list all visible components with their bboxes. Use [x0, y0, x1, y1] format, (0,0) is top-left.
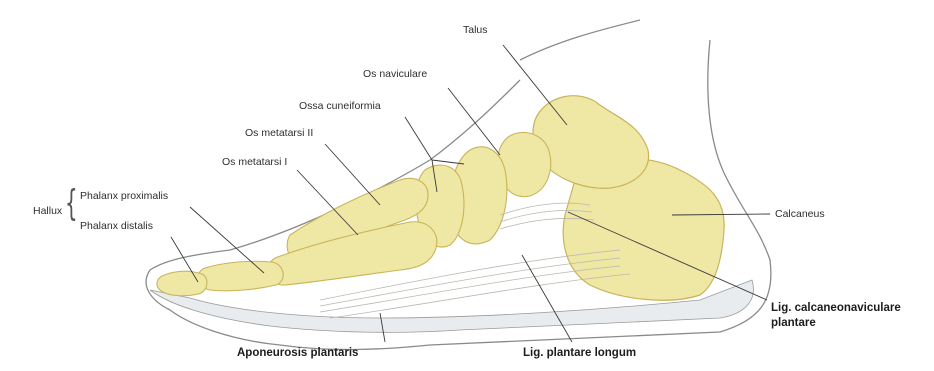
- talus-bone: [533, 96, 649, 189]
- phalanx-proximalis-bone: [198, 261, 283, 291]
- label-aponeurosis-plantaris: Aponeurosis plantaris: [237, 346, 358, 360]
- leader-lig-plantare-longum: [522, 255, 572, 342]
- label-os-naviculare: Os naviculare: [363, 68, 427, 80]
- label-phalanx-proximalis: Phalanx proximalis: [80, 190, 168, 202]
- label-lig-plantare-longum: Lig. plantare longum: [523, 346, 636, 360]
- leader-os-naviculare: [448, 88, 500, 155]
- leader-talus: [503, 45, 567, 125]
- label-ossa-cuneiformia: Ossa cuneiformia: [299, 100, 381, 112]
- label-calcaneus: Calcaneus: [775, 208, 825, 220]
- label-phalanx-distalis: Phalanx distalis: [80, 220, 153, 232]
- label-talus: Talus: [463, 24, 488, 36]
- leader-os-metatarsi-ii: [325, 144, 380, 205]
- hallux-brace: {: [65, 186, 78, 222]
- label-lig-calcaneonaviculare: Lig. calcaneonaviculare: [771, 301, 901, 315]
- phalanx-distalis-bone: [157, 271, 207, 296]
- leader-ossa-cuneiformia-a: [405, 117, 432, 160]
- label-hallux: Hallux: [33, 205, 62, 217]
- label-lig-calcaneonaviculare-line2: plantare: [771, 316, 816, 330]
- label-os-metatarsi-ii: Os metatarsi II: [245, 127, 313, 139]
- label-os-metatarsi-i: Os metatarsi I: [222, 156, 287, 168]
